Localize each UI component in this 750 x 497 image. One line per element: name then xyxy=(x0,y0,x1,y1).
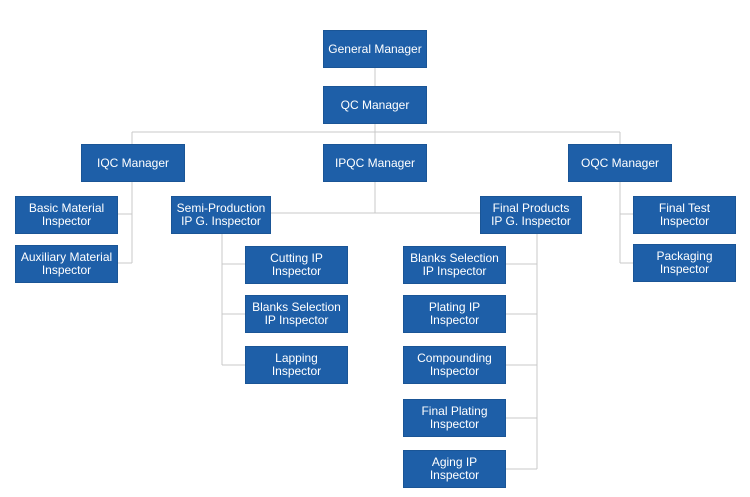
box-label-line-1: Semi-Production xyxy=(176,201,266,215)
box-label-line-2: Inspector xyxy=(429,468,480,482)
box-label-line-1: Compounding xyxy=(417,351,492,365)
box-label-line-1: Final Test xyxy=(658,201,711,215)
aging-ip-inspector-box: Aging IP Inspector xyxy=(403,450,506,488)
cutting-ip-inspector-box: Cutting IP Inspector xyxy=(245,246,348,284)
iqc-manager-box: IQC Manager xyxy=(81,144,185,182)
box-label: OQC Manager xyxy=(580,155,660,170)
box-label-line-2: Inspector xyxy=(659,262,710,276)
plating-ip-inspector-box: Plating IP Inspector xyxy=(403,295,506,333)
box-label: IPQC Manager xyxy=(334,155,416,170)
box-label-line-1: Packaging xyxy=(656,249,713,263)
box-label-line-2: Inspector xyxy=(659,214,710,228)
box-label-line-1: Plating IP xyxy=(428,300,481,314)
box-label-line-1: Aging IP xyxy=(431,455,478,469)
box-label-line-2: Inspector xyxy=(271,264,322,278)
final-test-inspector-box: Final Test Inspector xyxy=(633,196,736,234)
final-plating-inspector-box: Final Plating Inspector xyxy=(403,399,506,437)
box-label-line-2: IP G. Inspector xyxy=(491,214,571,228)
qc-manager-box: QC Manager xyxy=(323,86,427,124)
box-label-line-1: Lapping xyxy=(275,351,318,365)
box-label-line-1: Auxiliary Material xyxy=(20,250,113,264)
box-label-line-1: Basic Material xyxy=(28,201,105,215)
box-label-line-2: Inspector xyxy=(429,364,480,378)
box-label-line-1: Blanks Selection xyxy=(252,300,341,314)
ipqc-manager-box: IPQC Manager xyxy=(323,144,427,182)
box-label-line-2: IP Inspector xyxy=(264,313,329,327)
lapping-inspector-box: Lapping Inspector xyxy=(245,346,348,384)
final-products-inspector-box: Final Products IP G. Inspector xyxy=(480,196,582,234)
box-label-line-2: Inspector xyxy=(41,263,92,277)
oqc-manager-box: OQC Manager xyxy=(568,144,672,182)
box-label-line-2: IP Inspector xyxy=(422,264,487,278)
box-label-line-2: Inspector xyxy=(429,313,480,327)
auxiliary-material-inspector-box: Auxiliary Material Inspector xyxy=(15,245,118,283)
box-label-line-1: Final Plating xyxy=(421,404,488,418)
box-label-line-2: IP G. Inspector xyxy=(181,214,261,228)
semi-production-inspector-box: Semi-Production IP G. Inspector xyxy=(171,196,271,234)
packaging-inspector-box: Packaging Inspector xyxy=(633,244,736,282)
box-label: General Manager xyxy=(328,41,422,56)
final-blanks-selection-inspector-box: Blanks Selection IP Inspector xyxy=(403,246,506,284)
box-label-line-2: Inspector xyxy=(429,417,480,431)
general-manager-box: General Manager xyxy=(323,30,427,68)
box-label-line-2: Inspector xyxy=(271,364,322,378)
box-label-line-1: Blanks Selection xyxy=(410,251,499,265)
box-label-line-2: Inspector xyxy=(41,214,92,228)
box-label: QC Manager xyxy=(340,97,410,112)
compounding-inspector-box: Compounding Inspector xyxy=(403,346,506,384)
box-label-line-1: Cutting IP xyxy=(270,251,323,265)
box-label: IQC Manager xyxy=(96,155,170,170)
basic-material-inspector-box: Basic Material Inspector xyxy=(15,196,118,234)
semi-blanks-selection-inspector-box: Blanks Selection IP Inspector xyxy=(245,295,348,333)
box-label-line-1: Final Products xyxy=(492,201,570,215)
